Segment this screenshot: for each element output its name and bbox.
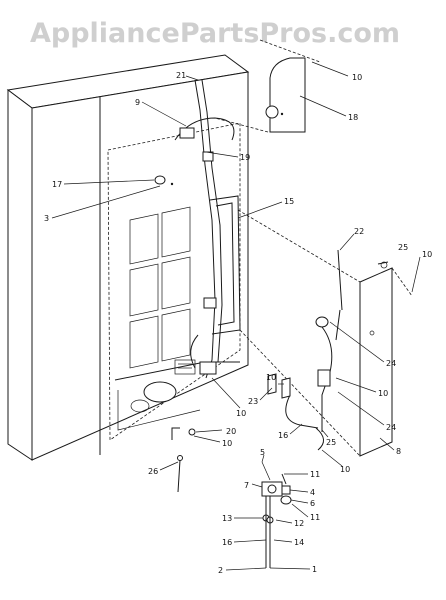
top-cover-panel (214, 39, 321, 133)
callout-10: 10 (378, 389, 388, 398)
callout-7: 7 (244, 481, 249, 490)
callout-3: 3 (44, 214, 49, 223)
drain-parts (171, 427, 196, 493)
cap-plug (154, 175, 174, 186)
water-valve-assembly (285, 249, 343, 451)
callout-13: 13 (222, 514, 232, 523)
callout-18: 18 (348, 113, 358, 122)
callout-15: 15 (284, 197, 294, 206)
callout-16: 16 (278, 431, 288, 440)
callout-22: 22 (354, 227, 364, 236)
callout-10: 10 (422, 250, 432, 259)
callout-4: 4 (310, 488, 315, 497)
callout-23: 23 (248, 397, 258, 406)
callout-9: 9 (135, 98, 140, 107)
callout-21: 21 (176, 71, 186, 80)
callout-16: 16 (222, 538, 232, 547)
callout-24: 24 (386, 359, 396, 368)
callout-14: 14 (294, 538, 304, 547)
access-panel (237, 209, 413, 457)
refrigerator-cabinet (6, 54, 250, 461)
callout-25: 25 (326, 438, 336, 447)
callout-2: 2 (218, 566, 223, 575)
callout-20: 20 (226, 427, 236, 436)
callout-25: 25 (398, 243, 408, 252)
bracket-pieces (267, 373, 291, 399)
callout-12: 12 (294, 519, 304, 528)
callout-10: 10 (340, 465, 350, 474)
callout-17: 17 (52, 180, 62, 189)
leader-lines (51, 61, 421, 571)
callout-labels: 10 18 21 9 19 17 3 15 22 25 10 24 10 23 … (44, 71, 432, 575)
inlet-valve (261, 461, 292, 568)
callout-10: 10 (236, 409, 246, 418)
water-tubing (174, 79, 241, 379)
callout-26: 26 (148, 467, 158, 476)
callout-6: 6 (310, 499, 315, 508)
callout-24: 24 (386, 423, 396, 432)
callout-11: 11 (310, 470, 320, 479)
callout-10: 10 (266, 373, 276, 382)
watermark: AppliancePartsPros.com (30, 18, 400, 49)
callout-1: 1 (312, 565, 317, 574)
callout-11: 11 (310, 513, 320, 522)
callout-19: 19 (240, 153, 250, 162)
callout-10: 10 (222, 439, 232, 448)
callout-10: 10 (352, 73, 362, 82)
callout-5: 5 (260, 448, 265, 457)
callout-8: 8 (396, 447, 401, 456)
